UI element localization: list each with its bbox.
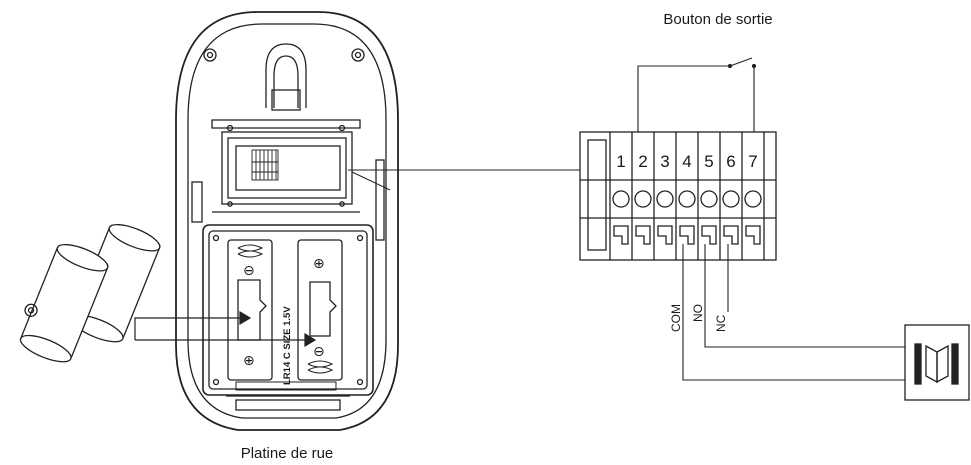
terminal-number-6: 6 xyxy=(726,152,735,171)
terminal-number-3: 3 xyxy=(660,152,669,171)
polarity-minus-left: ⊖ xyxy=(243,262,255,278)
street-panel-caption: Platine de rue xyxy=(241,445,334,462)
exit-button-caption: Bouton de sortie xyxy=(663,11,772,28)
terminal-number-5: 5 xyxy=(704,152,713,171)
com-label: COM xyxy=(669,304,683,332)
polarity-minus-right: ⊖ xyxy=(313,343,325,359)
terminal-number-4: 4 xyxy=(682,152,691,171)
insertion-arrows xyxy=(134,310,317,348)
terminal-block xyxy=(579,131,777,261)
polarity-plus-right: ⊕ xyxy=(313,255,325,271)
street-panel xyxy=(175,11,399,431)
lock-wires xyxy=(682,244,905,381)
batteries xyxy=(19,223,161,363)
battery-spec-label: LR14 C SIZE 1.5V xyxy=(282,306,293,385)
terminal-number-7: 7 xyxy=(748,152,757,171)
no-label: NO xyxy=(691,304,705,322)
mini-terminal-block xyxy=(251,149,279,181)
exit-button-switch xyxy=(637,57,757,132)
terminal-number-1: 1 xyxy=(616,152,625,171)
nc-label: NC xyxy=(714,314,728,332)
door-lock-icon xyxy=(904,324,970,401)
terminal-number-2: 2 xyxy=(638,152,647,171)
polarity-plus-left: ⊕ xyxy=(243,352,255,368)
